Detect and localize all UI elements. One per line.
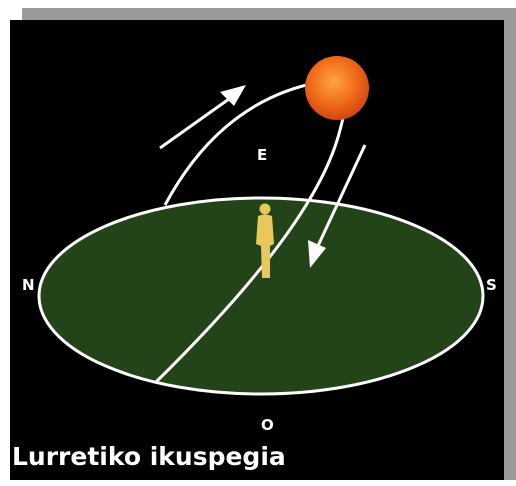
person-icon xyxy=(256,203,274,278)
compass-south-label: S xyxy=(486,276,497,294)
compass-east-label: E xyxy=(257,146,267,164)
rising-arrowhead-icon xyxy=(220,85,246,106)
setting-arrowhead-icon xyxy=(308,240,326,268)
setting-arrow-icon xyxy=(315,144,367,249)
compass-west-label: O xyxy=(261,416,274,434)
compass-north-label: N xyxy=(22,276,35,294)
rising-arrow-icon xyxy=(159,92,237,150)
sun-icon xyxy=(305,56,369,120)
ground-plane xyxy=(37,196,485,396)
diagram-caption: Lurretiko ikuspegia xyxy=(12,442,286,471)
